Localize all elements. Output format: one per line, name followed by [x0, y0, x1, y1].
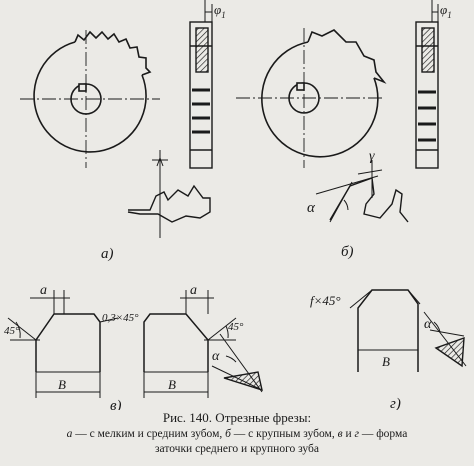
angle-45-right: 45°	[228, 321, 244, 333]
saw-fine-tooth	[20, 30, 160, 168]
figure-drawing: φ1 а) φ1 γ α б)	[4, 0, 467, 410]
panel-label-b: б)	[341, 244, 354, 260]
saw-side-profile-a	[189, 0, 213, 169]
alpha-label-v: α	[212, 349, 220, 364]
figure-caption-title: Рис. 140. Отрезные фрезы:	[162, 410, 312, 425]
gamma-label-b: γ	[369, 149, 375, 164]
dim-B-right: B	[168, 377, 176, 392]
phi1-label-b: φ1	[440, 2, 452, 20]
panel-label-a: а)	[101, 246, 114, 262]
relief-section-v	[211, 333, 263, 393]
chamfer-03-label: 0,3×45°	[102, 312, 139, 324]
figure-caption-line1: а — с мелким и средним зубом, б — с круп…	[66, 428, 408, 440]
alpha-label-b: α	[307, 200, 316, 216]
saw-side-profile-b	[415, 0, 439, 169]
angle-45-left: 45°	[4, 325, 20, 337]
tooth-form-medium	[7, 290, 119, 398]
dim-a-left: a	[40, 283, 47, 298]
tooth-profile-coarse	[315, 160, 409, 223]
saw-coarse-tooth	[236, 28, 387, 168]
chamfer-f-label: f×45°	[310, 293, 341, 308]
tooth-form-coarse	[349, 289, 421, 372]
figure-caption-line2: заточки среднего и крупного зуба	[155, 443, 319, 455]
panel-label-g: г)	[390, 396, 401, 410]
dim-B-g: B	[382, 354, 390, 369]
panel-label-v: в)	[110, 398, 122, 410]
dim-a-right: a	[190, 283, 197, 298]
tooth-profile-fine	[127, 150, 211, 238]
alpha-label-g: α	[424, 317, 432, 332]
phi1-label-a: φ1	[214, 2, 226, 20]
relief-section-g	[423, 311, 467, 368]
dim-B-left: B	[58, 377, 66, 392]
tooth-form-medium-right	[143, 290, 237, 398]
